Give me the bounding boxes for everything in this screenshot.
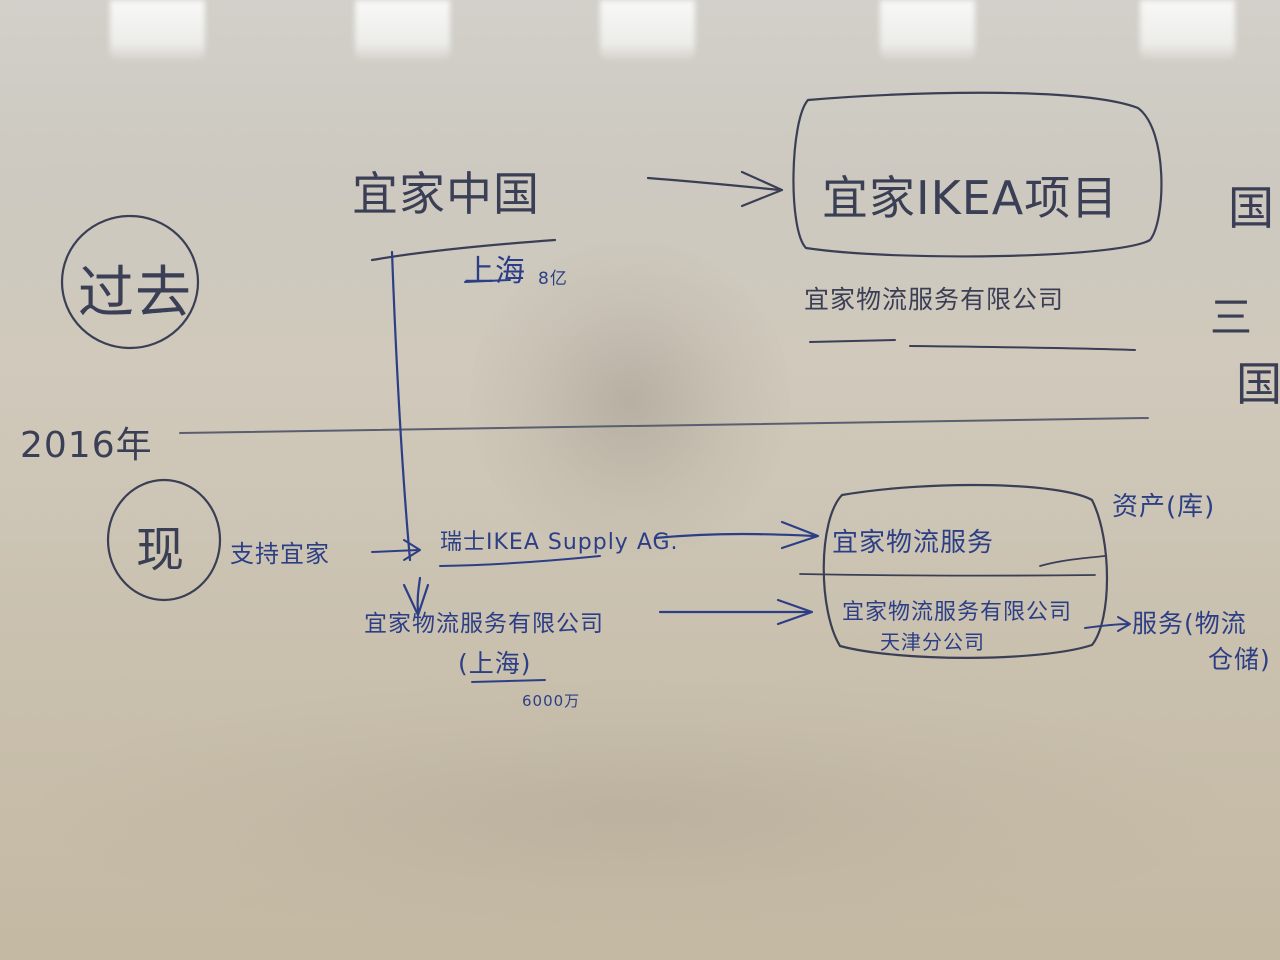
ceiling-light-reflection	[1140, 0, 1235, 62]
service-note: 服务(物流	[1132, 609, 1247, 638]
support-arrowhead	[403, 539, 421, 561]
swiss-entity: 瑞士IKEA Supply AG.	[440, 530, 679, 555]
middle-arrow-1	[653, 532, 817, 540]
project-box	[792, 91, 1163, 258]
project-title: 宜家IKEA项目	[822, 171, 1119, 225]
reflection-smudge	[470, 240, 790, 560]
sub-underline-1	[809, 339, 896, 343]
title-china: 宜家中国	[352, 167, 540, 221]
ceiling-light-reflection	[110, 0, 205, 62]
city-label: 上海	[464, 254, 526, 289]
box-entry-2-sub: 天津分公司	[880, 630, 985, 654]
edge-note-3: 国	[1236, 357, 1280, 411]
past-circle-label: 过去	[78, 261, 192, 326]
asset-note: 资产(库)	[1112, 492, 1216, 522]
box-entry-1: 宜家物流服务	[832, 528, 995, 558]
now-circle	[106, 478, 222, 602]
support-label: 支持宜家	[230, 540, 330, 568]
box-entry-2: 宜家物流服务有限公司	[842, 600, 1073, 625]
middle-arrowhead-2	[776, 598, 814, 626]
swiss-underline	[439, 555, 601, 567]
service-arrow	[1084, 623, 1129, 629]
ceiling-light-reflection	[880, 0, 975, 62]
top-arrow	[646, 176, 782, 192]
year-label: 2016年	[20, 425, 153, 466]
support-arrow	[371, 549, 419, 553]
timeline-line	[179, 417, 1149, 434]
box-divider	[799, 573, 1096, 577]
sub-underline-2	[909, 345, 1136, 351]
now-circle-label: 现	[136, 522, 186, 578]
ceiling-light-reflection	[600, 0, 695, 62]
past-circle	[60, 214, 200, 350]
service-arrowhead	[1117, 616, 1131, 632]
project-subtitle: 宜家物流服务有限公司	[804, 285, 1065, 314]
top-arrowhead	[740, 170, 784, 208]
shanghai-underline	[471, 679, 546, 683]
logistics-box	[822, 483, 1109, 659]
city-underline	[464, 279, 511, 283]
middle-arrowhead-1	[780, 520, 820, 550]
box-divider-2	[1039, 555, 1106, 567]
capital-label: 8亿	[538, 269, 568, 289]
edge-note-1: 国	[1228, 181, 1275, 235]
logistics-shanghai: 宜家物流服务有限公司	[364, 611, 604, 637]
service-note-2: 仓储)	[1208, 645, 1271, 674]
edge-note-2: 三	[1210, 293, 1254, 342]
arrowhead-down	[402, 583, 430, 617]
lower-shadow	[40, 680, 1220, 940]
vertical-connector-lower	[416, 576, 422, 614]
capital-6000: 6000万	[522, 692, 581, 710]
vertical-connector	[390, 250, 412, 562]
ceiling-light-reflection	[355, 0, 450, 62]
logistics-city: (上海)	[458, 649, 532, 678]
